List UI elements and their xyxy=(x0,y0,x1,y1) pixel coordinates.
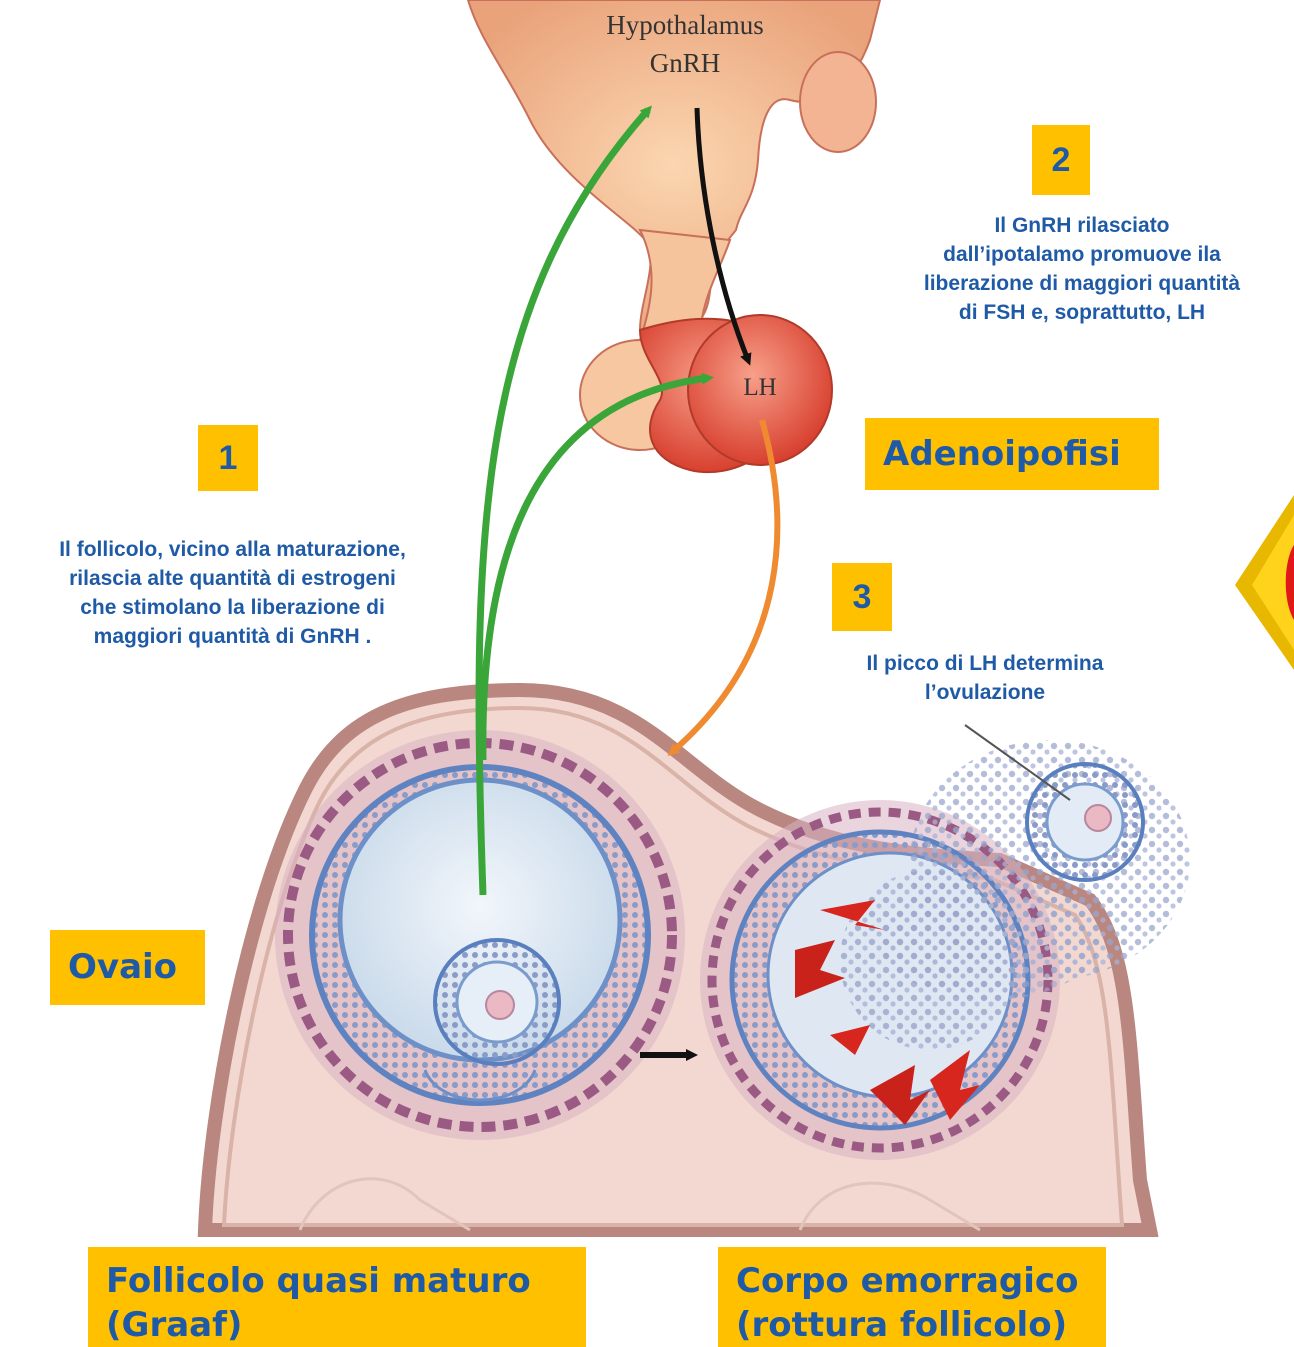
follicolo-line: (Graaf) xyxy=(106,1303,586,1347)
lh-label: LH xyxy=(720,374,800,402)
ovaio-box: Ovaio xyxy=(50,930,205,1005)
step-2-line: di FSH e, soprattutto, LH xyxy=(870,299,1294,328)
step-2-line: dall’ipotalamo promuove ila xyxy=(870,241,1294,270)
step-2-line: liberazione di maggiori quantità xyxy=(870,270,1294,299)
corpo-line: (rottura follicolo) xyxy=(736,1303,1106,1347)
follicolo-box: Follicolo quasi maturo (Graaf) xyxy=(88,1247,586,1347)
step-1-line: Il follicolo, vicino alla maturazione, xyxy=(0,536,465,565)
step-2-badge: 2 xyxy=(1032,125,1090,195)
step-3-line: Il picco di LH determina xyxy=(820,650,1150,679)
partial-arrow-shape xyxy=(1235,495,1294,670)
adenoipofisi-box: Adenoipofisi xyxy=(865,418,1159,490)
step-3-line: l’ovulazione xyxy=(820,679,1150,708)
hypothalamus-label: Hypothalamus xyxy=(545,10,825,41)
step-2-line: Il GnRH rilasciato xyxy=(870,212,1294,241)
step-1-line: maggiori quantità di GnRH . xyxy=(0,623,465,652)
corpo-box: Corpo emorragico (rottura follicolo) xyxy=(718,1247,1106,1347)
step-1-badge: 1 xyxy=(198,425,258,491)
step-3-badge: 3 xyxy=(832,563,892,631)
gnrh-label: GnRH xyxy=(585,48,785,79)
follicolo-line: Follicolo quasi maturo xyxy=(106,1259,586,1303)
step-2-text: Il GnRH rilasciato dall’ipotalamo promuo… xyxy=(870,212,1294,328)
step-1-line: rilascia alte quantità di estrogeni xyxy=(0,565,465,594)
released-oocyte xyxy=(880,725,1190,1000)
step-1-line: che stimolano la liberazione di xyxy=(0,594,465,623)
corpo-line: Corpo emorragico xyxy=(736,1259,1106,1303)
step-1-text: Il follicolo, vicino alla maturazione, r… xyxy=(0,536,465,652)
step-3-text: Il picco di LH determina l’ovulazione xyxy=(820,650,1150,708)
